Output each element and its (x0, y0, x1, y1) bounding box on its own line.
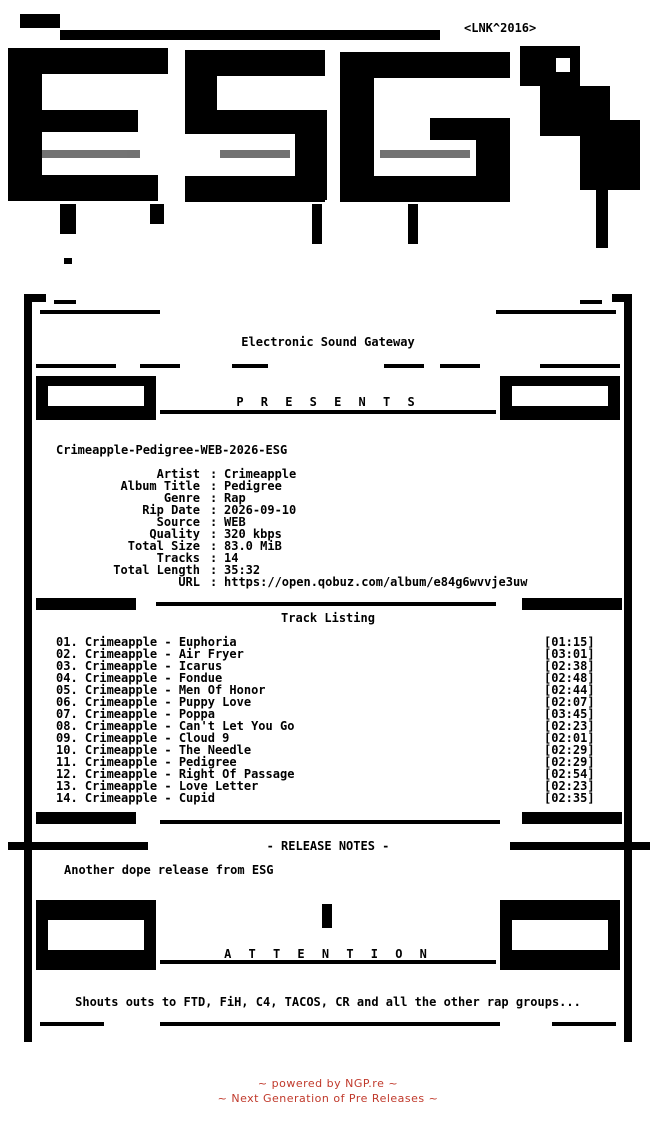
info-colon: : (210, 563, 218, 577)
track-duration: [02:38] (544, 659, 595, 673)
info-row: Source: WEB (0, 516, 656, 528)
track-title: 12. Crimeapple - Right Of Passage (56, 767, 295, 781)
track-duration: [02:35] (544, 791, 595, 805)
info-row: Total Length:35:32 (0, 564, 656, 576)
info-colon: : (210, 575, 218, 589)
info-colon: : (210, 467, 218, 481)
track-row: 09. Crimeapple - Cloud 9 [02:01] (0, 732, 656, 744)
info-label: Total Size (127, 539, 200, 553)
info-label: Genre (163, 491, 200, 505)
track-title: 14. Crimeapple - Cupid (56, 791, 215, 805)
info-row: Total Size:83.0 MiB (0, 540, 656, 552)
info-label: Rip Date (142, 503, 200, 517)
track-title: 02. Crimeapple - Air Fryer (56, 647, 244, 661)
info-label: Total Length (113, 563, 200, 577)
nfo-frame (8, 294, 650, 1042)
track-title: 10. Crimeapple - The Needle (56, 743, 252, 757)
attention-heading: A T T E N T I O N (224, 947, 432, 961)
track-row: 07. Crimeapple - Poppa [03:45] (0, 708, 656, 720)
info-colon: : (210, 503, 218, 517)
info-value: 83.0 MiB (224, 539, 282, 553)
group-name: Electronic Sound Gateway (241, 335, 415, 349)
track-duration: [02:07] (544, 695, 595, 709)
info-row: Tracks:14 (0, 552, 656, 564)
info-value: 2026-09-10 (224, 503, 297, 517)
track-row: 04. Crimeapple - Fondue [02:48] (0, 672, 656, 684)
track-duration: [02:54] (544, 767, 595, 781)
track-title: 04. Crimeapple - Fondue (56, 671, 223, 685)
track-duration: [03:01] (544, 647, 595, 661)
esg-logo (8, 14, 640, 264)
track-row: 10. Crimeapple - The Needle [02:29] (0, 744, 656, 756)
footer-tagline[interactable]: ~ Next Generation of Pre Releases ~ (217, 1092, 439, 1105)
release-notes-heading: - RELEASE NOTES - (266, 839, 390, 853)
track-duration: [02:01] (544, 731, 595, 745)
track-title: 03. Crimeapple - Icarus (56, 659, 223, 673)
track-title: 07. Crimeapple - Poppa (56, 707, 215, 721)
info-colon: : (210, 515, 218, 529)
track-row: 12. Crimeapple - Right Of Passage [02:54] (0, 768, 656, 780)
track-row: 14. Crimeapple - Cupid [02:35] (0, 792, 656, 804)
track-row: 02. Crimeapple - Air Fryer [03:01] (0, 648, 656, 660)
info-label: URL (178, 575, 200, 589)
group-tag: <LNK^2016> (464, 21, 537, 35)
info-row: URL: https://open.qobuz.com/album/e84g6wv… (0, 576, 656, 588)
track-duration: [02:23] (544, 779, 595, 793)
info-label: Album Title (120, 479, 200, 493)
footer: ~ powered by NGP.re ~ ~ Next Generation … (0, 1076, 656, 1106)
info-value: Pedigree (224, 479, 282, 493)
presents-heading: P R E S E N T S (236, 395, 420, 409)
track-title: 05. Crimeapple - Men Of Honor (56, 683, 266, 697)
info-value: Crimeapple (224, 467, 297, 481)
track-row: 11. Crimeapple - Pedigree [02:29] (0, 756, 656, 768)
info-row: Genre: Rap (0, 492, 656, 504)
track-listing-heading: Track Listing (281, 611, 375, 625)
track-row: 13. Crimeapple - Love Letter [02:23] (0, 780, 656, 792)
info-colon: : (210, 539, 218, 553)
release-name: Crimeapple-Pedigree-WEB-2026-ESG (56, 443, 288, 457)
info-value: 14 (224, 551, 239, 565)
track-title: 08. Crimeapple - Can't Let You Go (56, 719, 295, 733)
track-row: 06. Crimeapple - Puppy Love [02:07] (0, 696, 656, 708)
track-duration: [02:29] (544, 743, 595, 757)
track-title: 06. Crimeapple - Puppy Love (56, 695, 252, 709)
info-row: Rip Date:2026-09-10 (0, 504, 656, 516)
info-colon: : (210, 527, 218, 541)
info-label: Source (156, 515, 200, 529)
track-duration: [02:48] (544, 671, 595, 685)
info-colon: : (210, 491, 218, 505)
info-value: Rap (224, 491, 246, 505)
track-duration: [02:23] (544, 719, 595, 733)
info-row: Quality:320 kbps (0, 528, 656, 540)
track-title: 01. Crimeapple - Euphoria (56, 635, 237, 649)
info-label: Artist (156, 467, 200, 481)
info-value: 320 kbps (224, 527, 282, 541)
info-row: Album Title: Pedigree (0, 480, 656, 492)
track-duration: [02:44] (544, 683, 595, 697)
track-row: 01. Crimeapple - Euphoria [01:15] (0, 636, 656, 648)
track-row: 05. Crimeapple - Men Of Honor [02:44] (0, 684, 656, 696)
shoutouts-text: Shouts outs to FTD, FiH, C4, TACOS, CR a… (75, 995, 581, 1009)
info-colon: : (210, 551, 218, 565)
info-value: https://open.qobuz.com/album/e84g6wvvje3… (224, 575, 528, 589)
track-duration: [02:29] (544, 755, 595, 769)
info-colon: : (210, 479, 218, 493)
info-label: Tracks (156, 551, 200, 565)
info-value: 35:32 (224, 563, 261, 577)
track-duration: [03:45] (544, 707, 595, 721)
track-title: 11. Crimeapple - Pedigree (56, 755, 237, 769)
info-value: WEB (224, 515, 246, 529)
track-title: 09. Crimeapple - Cloud 9 (56, 731, 230, 745)
info-label: Quality (149, 527, 200, 541)
track-row: 08. Crimeapple - Can't Let You Go [02:23] (0, 720, 656, 732)
track-row: 03. Crimeapple - Icarus [02:38] (0, 660, 656, 672)
track-duration: [01:15] (544, 635, 595, 649)
info-row: Artist: Crimeapple (0, 468, 656, 480)
track-title: 13. Crimeapple - Love Letter (56, 779, 259, 793)
footer-powered-by[interactable]: ~ powered by NGP.re ~ (257, 1077, 399, 1090)
release-notes-text: Another dope release from ESG (64, 863, 274, 877)
